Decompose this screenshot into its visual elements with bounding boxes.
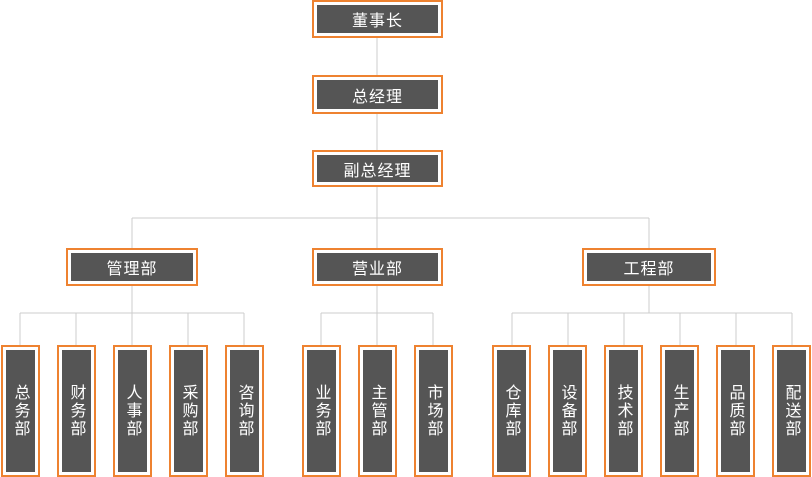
node-department-label: 财务部 (62, 350, 91, 472)
node-department: 品质部 (716, 345, 755, 477)
node-department-label: 设备部 (553, 350, 582, 472)
node-department: 咨询部 (225, 345, 264, 477)
node-division-sales-label: 营业部 (317, 253, 438, 281)
node-deputy-general-manager-label: 副总经理 (317, 155, 438, 182)
node-department-label: 总务部 (6, 350, 35, 472)
node-deputy-general-manager: 副总经理 (312, 150, 443, 187)
node-division-sales: 营业部 (312, 248, 443, 286)
node-department: 生产部 (660, 345, 699, 477)
node-department-label: 业务部 (307, 350, 336, 472)
node-department: 技术部 (604, 345, 643, 477)
node-department: 配送部 (772, 345, 811, 477)
node-department: 主管部 (358, 345, 397, 477)
node-department-label: 市场部 (419, 350, 448, 472)
node-department: 总务部 (1, 345, 40, 477)
node-department-label: 生产部 (665, 350, 694, 472)
node-department-label: 配送部 (777, 350, 806, 472)
node-division-management-label: 管理部 (71, 253, 193, 281)
node-department: 设备部 (548, 345, 587, 477)
node-department: 财务部 (57, 345, 96, 477)
node-department-label: 采购部 (174, 350, 203, 472)
node-department-label: 技术部 (609, 350, 638, 472)
node-chairman: 董事长 (312, 0, 443, 38)
node-general-manager-label: 总经理 (317, 80, 438, 109)
node-division-engineering: 工程部 (582, 248, 716, 286)
node-division-engineering-label: 工程部 (587, 253, 711, 281)
node-department-label: 主管部 (363, 350, 392, 472)
node-general-manager: 总经理 (312, 75, 443, 114)
node-department: 业务部 (302, 345, 341, 477)
node-department: 市场部 (414, 345, 453, 477)
node-division-management: 管理部 (66, 248, 198, 286)
node-department: 仓库部 (492, 345, 531, 477)
node-department-label: 品质部 (721, 350, 750, 472)
node-department: 采购部 (169, 345, 208, 477)
node-department-label: 咨询部 (230, 350, 259, 472)
node-department-label: 仓库部 (497, 350, 526, 472)
node-department: 人事部 (113, 345, 152, 477)
node-department-label: 人事部 (118, 350, 147, 472)
node-chairman-label: 董事长 (317, 5, 438, 33)
